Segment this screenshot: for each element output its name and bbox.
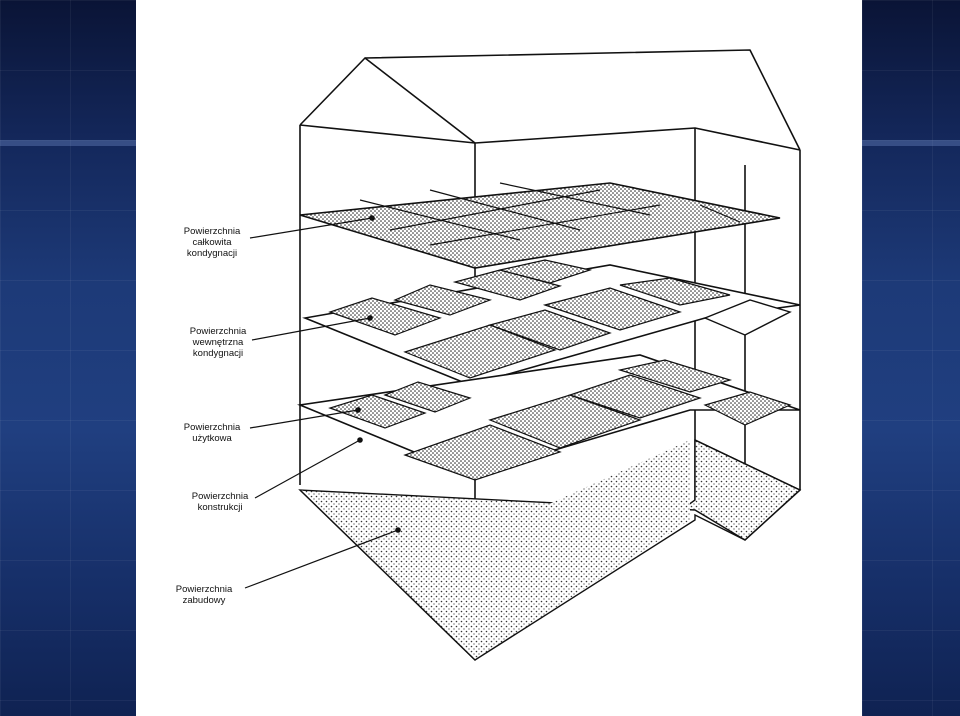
- label-built-area: Powierzchnia zabudowy: [175, 584, 233, 606]
- label-usable-area: Powierzchnia użytkowa: [183, 422, 241, 444]
- leader-lines: [244, 215, 401, 589]
- floor-middle-internal-area: [302, 259, 801, 386]
- label-internal-floor-area: Powierzchnia wewnętrzna kondygnacji: [189, 326, 247, 359]
- background-right-panel: [862, 0, 960, 716]
- label-construction-area: Powierzchnia konstrukcji: [191, 491, 249, 513]
- built-area-footprint: [298, 438, 802, 661]
- floor-top-total-area: [299, 182, 781, 269]
- floor-bottom-usable-area: [297, 354, 801, 481]
- background-left-panel: [0, 0, 136, 716]
- label-total-floor-area: Powierzchnia całkowita kondygnacji: [183, 226, 241, 259]
- roof: [299, 49, 801, 151]
